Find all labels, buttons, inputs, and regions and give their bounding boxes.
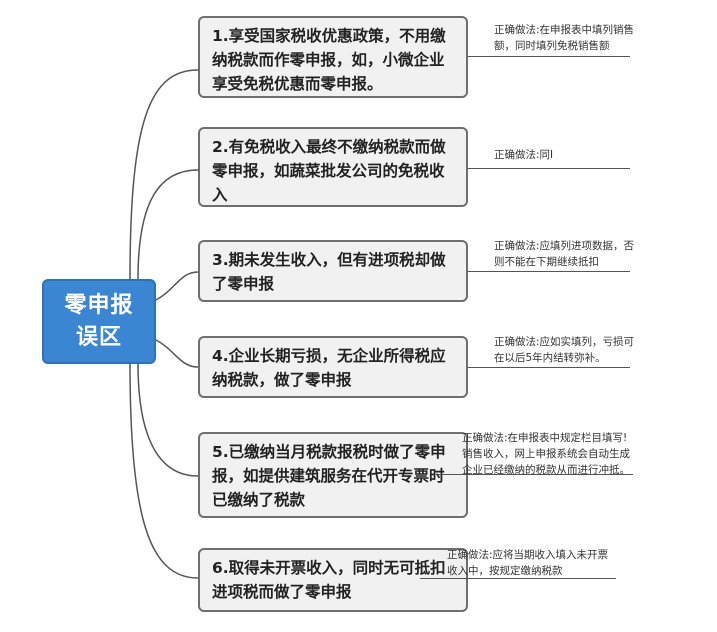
note-4: 正确做法:应如实填列，亏损可在以后5年内结转弥补。 [494, 336, 635, 364]
topic-1-label: 1.享受国家税收优惠政策，不用缴纳税款而作零申报，如，小微企业享受免税优惠而零申… [212, 27, 446, 93]
topic-4: 4.企业长期亏损，无企业所得税应纳税款，做了零申报 [198, 336, 468, 398]
topic-2: 2.有免税收入最终不缴纳税款而做零申报，如蔬菜批发公司的免税收入 [198, 127, 468, 207]
topic-4-label: 4.企业长期亏损，无企业所得税应纳税款，做了零申报 [212, 347, 446, 389]
topic-5: 5.已缴纳当月税款报税时做了零申报，如提供建筑服务在代开专票时已缴纳了税款 [198, 432, 468, 518]
connector-3 [155, 271, 199, 301]
connector-1 [129, 69, 199, 280]
note-6: 正确做法:应将当期收入填入未开票收入中，按规定缴纳税款 [447, 549, 609, 577]
connector-5 [137, 363, 199, 477]
root-topic: 零申报误区 [42, 279, 156, 364]
connector-6 [129, 363, 199, 579]
note-2: 正确做法:同I [494, 149, 554, 161]
topic-3-label: 3.期未发生收入，但有进项税却做了零申报 [212, 251, 446, 293]
note-3-line [468, 271, 630, 272]
topic-5-label: 5.已缴纳当月税款报税时做了零申报，如提供建筑服务在代开专票时已缴纳了税款 [212, 443, 446, 509]
note-5-line [437, 474, 633, 475]
note-6-line [420, 578, 616, 579]
topic-2-label: 2.有免税收入最终不缴纳税款而做零申报，如蔬菜批发公司的免税收入 [212, 138, 446, 204]
connector-2 [137, 169, 199, 280]
note-3: 正确做法:应填列进项数据，否则不能在下期继续抵扣 [494, 240, 635, 268]
root-label: 零申报误区 [64, 292, 134, 350]
note-2-line [468, 168, 630, 169]
topic-3: 3.期未发生收入，但有进项税却做了零申报 [198, 240, 468, 302]
note-1-line [468, 56, 630, 57]
note-4-line [468, 367, 630, 368]
topic-1: 1.享受国家税收优惠政策，不用缴纳税款而作零申报，如，小微企业享受免税优惠而零申… [198, 16, 468, 98]
note-5: 正确做法:在申报表中规定栏目填写!销售收入，网上申报系统会自动生成企业已经缴纳的… [462, 432, 630, 476]
note-1: 正确做法:在申报表中填列销售额，同时填列免税销售额 [494, 24, 635, 52]
topic-6: 6.取得未开票收入，同时无可抵扣进项税而做了零申报 [198, 548, 468, 612]
connector-4 [155, 339, 199, 368]
topic-6-label: 6.取得未开票收入，同时无可抵扣进项税而做了零申报 [212, 559, 446, 601]
